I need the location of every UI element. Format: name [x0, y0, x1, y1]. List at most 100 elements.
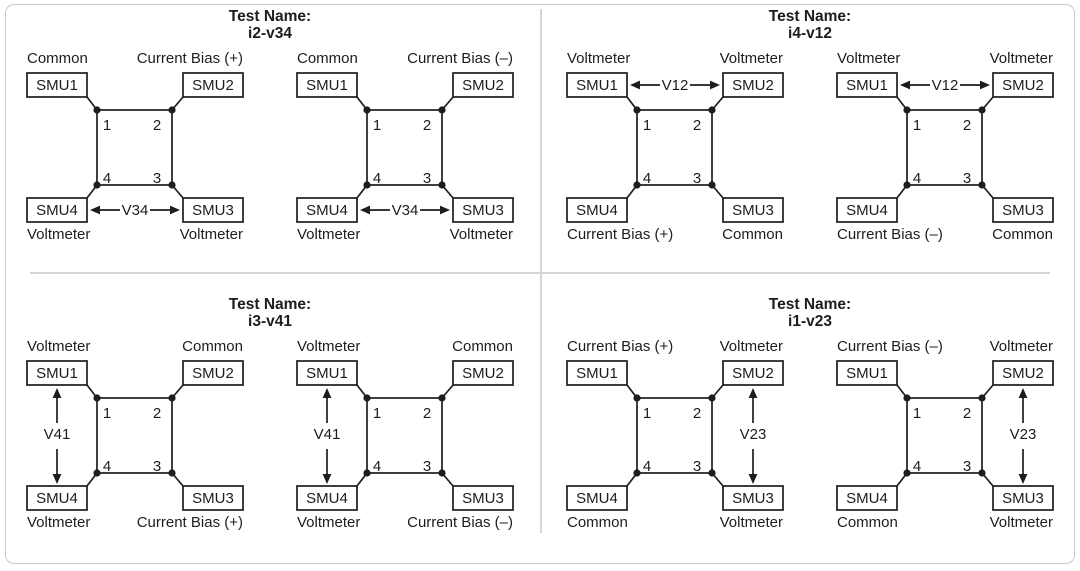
smu4-box	[836, 197, 898, 223]
sample-square	[366, 109, 443, 186]
role-label-top-left: Current Bias (+)	[567, 338, 673, 355]
smu4-label: SMU4	[36, 202, 78, 219]
sample-square	[96, 397, 173, 474]
smu2-box	[722, 72, 784, 98]
terminal-number-1: 1	[373, 117, 381, 134]
smu4-label: SMU4	[846, 490, 888, 507]
test-id: i4-v12	[788, 24, 832, 42]
terminal-dot	[708, 181, 716, 189]
test-title: Test Name: i4-v12	[540, 8, 1080, 42]
role-label-bottom-right: Common	[722, 226, 783, 243]
arrowhead-left-icon	[360, 205, 370, 215]
terminal-number-4: 4	[373, 458, 381, 475]
terminal-dot	[978, 106, 986, 114]
smu4-box	[26, 485, 88, 511]
terminal-number-4: 4	[373, 170, 381, 187]
smu2-box	[452, 72, 514, 98]
smu3-label: SMU3	[732, 490, 774, 507]
smu2-box	[992, 360, 1054, 386]
smu2-label: SMU2	[732, 77, 774, 94]
terminal-dot	[903, 181, 911, 189]
terminal-number-2: 2	[153, 405, 161, 422]
test-panel-i2-v34: Test Name: i2-v34 Common Current Bias (+…	[0, 0, 540, 272]
terminal-dot	[633, 181, 641, 189]
test-title: Test Name: i3-v41	[0, 296, 540, 330]
voltage-label: V34	[122, 202, 149, 219]
terminal-dot	[168, 469, 176, 477]
terminal-dot	[438, 469, 446, 477]
sample-square	[96, 109, 173, 186]
terminal-dot	[903, 469, 911, 477]
role-label-top-right: Voltmeter	[720, 50, 783, 67]
terminal-number-4: 4	[103, 170, 111, 187]
smu2-label: SMU2	[192, 365, 234, 382]
smu-config-diagram: Voltmeter Common SMU1 SMU2 1 2 4 3 SMU4 …	[26, 338, 244, 531]
terminal-dot	[93, 181, 101, 189]
smu1-box	[296, 72, 358, 98]
smu-config-diagram: Voltmeter Common SMU1 SMU2 1 2 4 3 SMU4 …	[296, 338, 514, 531]
smu1-label: SMU1	[576, 77, 618, 94]
smu1-label: SMU1	[846, 365, 888, 382]
role-label-bottom-left: Common	[567, 514, 628, 531]
terminal-dot	[438, 394, 446, 402]
terminal-dot	[633, 106, 641, 114]
arrowhead-right-icon	[170, 205, 180, 215]
role-label-top-right: Common	[452, 338, 513, 355]
smu1-box	[836, 72, 898, 98]
terminal-dot	[93, 394, 101, 402]
arrowhead-down-icon	[1018, 474, 1028, 484]
arrowhead-right-icon	[440, 205, 450, 215]
smu1-label: SMU1	[36, 77, 78, 94]
smu-config-diagram: Common Current Bias (–) SMU1 SMU2 1 2 4 …	[296, 50, 514, 243]
terminal-dot	[978, 181, 986, 189]
arrowhead-down-icon	[748, 474, 758, 484]
terminal-number-3: 3	[963, 170, 971, 187]
smu1-box	[296, 360, 358, 386]
smu1-label: SMU1	[576, 365, 618, 382]
sample-square	[636, 109, 713, 186]
smu4-label: SMU4	[576, 490, 618, 507]
diagram-pair: Voltmeter Voltmeter SMU1 SMU2 1 2 4 3 SM…	[540, 47, 1080, 243]
smu1-label: SMU1	[846, 77, 888, 94]
smu2-box	[452, 360, 514, 386]
smu2-label: SMU2	[732, 365, 774, 382]
horizontal-divider	[30, 272, 1050, 274]
diagram-pair: Common Current Bias (+) SMU1 SMU2 1 2 4 …	[0, 47, 540, 243]
smu2-label: SMU2	[462, 77, 504, 94]
smu-config-diagram: Voltmeter Voltmeter SMU1 SMU2 1 2 4 3 SM…	[566, 50, 784, 243]
smu3-label: SMU3	[462, 490, 504, 507]
smu3-label: SMU3	[462, 202, 504, 219]
terminal-number-1: 1	[643, 405, 651, 422]
test-name-label: Test Name:	[228, 296, 312, 313]
smu1-box	[26, 72, 88, 98]
arrowhead-left-icon	[90, 205, 100, 215]
terminal-number-2: 2	[153, 117, 161, 134]
terminal-dot	[363, 106, 371, 114]
role-label-bottom-left: Voltmeter	[297, 514, 360, 531]
sample-square	[906, 109, 983, 186]
voltage-label: V12	[662, 77, 689, 94]
terminal-number-1: 1	[913, 117, 921, 134]
smu3-label: SMU3	[192, 490, 234, 507]
smu2-label: SMU2	[462, 365, 504, 382]
role-label-bottom-right: Voltmeter	[990, 514, 1053, 531]
role-label-bottom-right: Voltmeter	[450, 226, 513, 243]
smu4-box	[296, 485, 358, 511]
terminal-number-4: 4	[643, 458, 651, 475]
terminal-dot	[633, 394, 641, 402]
terminal-number-3: 3	[423, 170, 431, 187]
role-label-top-left: Common	[27, 50, 88, 67]
diagram-pair: Voltmeter Common SMU1 SMU2 1 2 4 3 SMU4 …	[0, 335, 540, 531]
smu2-box	[722, 360, 784, 386]
vertical-divider	[540, 9, 542, 533]
terminal-dot	[363, 181, 371, 189]
smu4-box	[26, 197, 88, 223]
test-title: Test Name: i2-v34	[0, 8, 540, 42]
test-id: i1-v23	[788, 312, 832, 330]
smu4-label: SMU4	[36, 490, 78, 507]
smu4-box	[566, 485, 628, 511]
terminal-dot	[168, 394, 176, 402]
smu2-box	[992, 72, 1054, 98]
smu1-label: SMU1	[306, 365, 348, 382]
